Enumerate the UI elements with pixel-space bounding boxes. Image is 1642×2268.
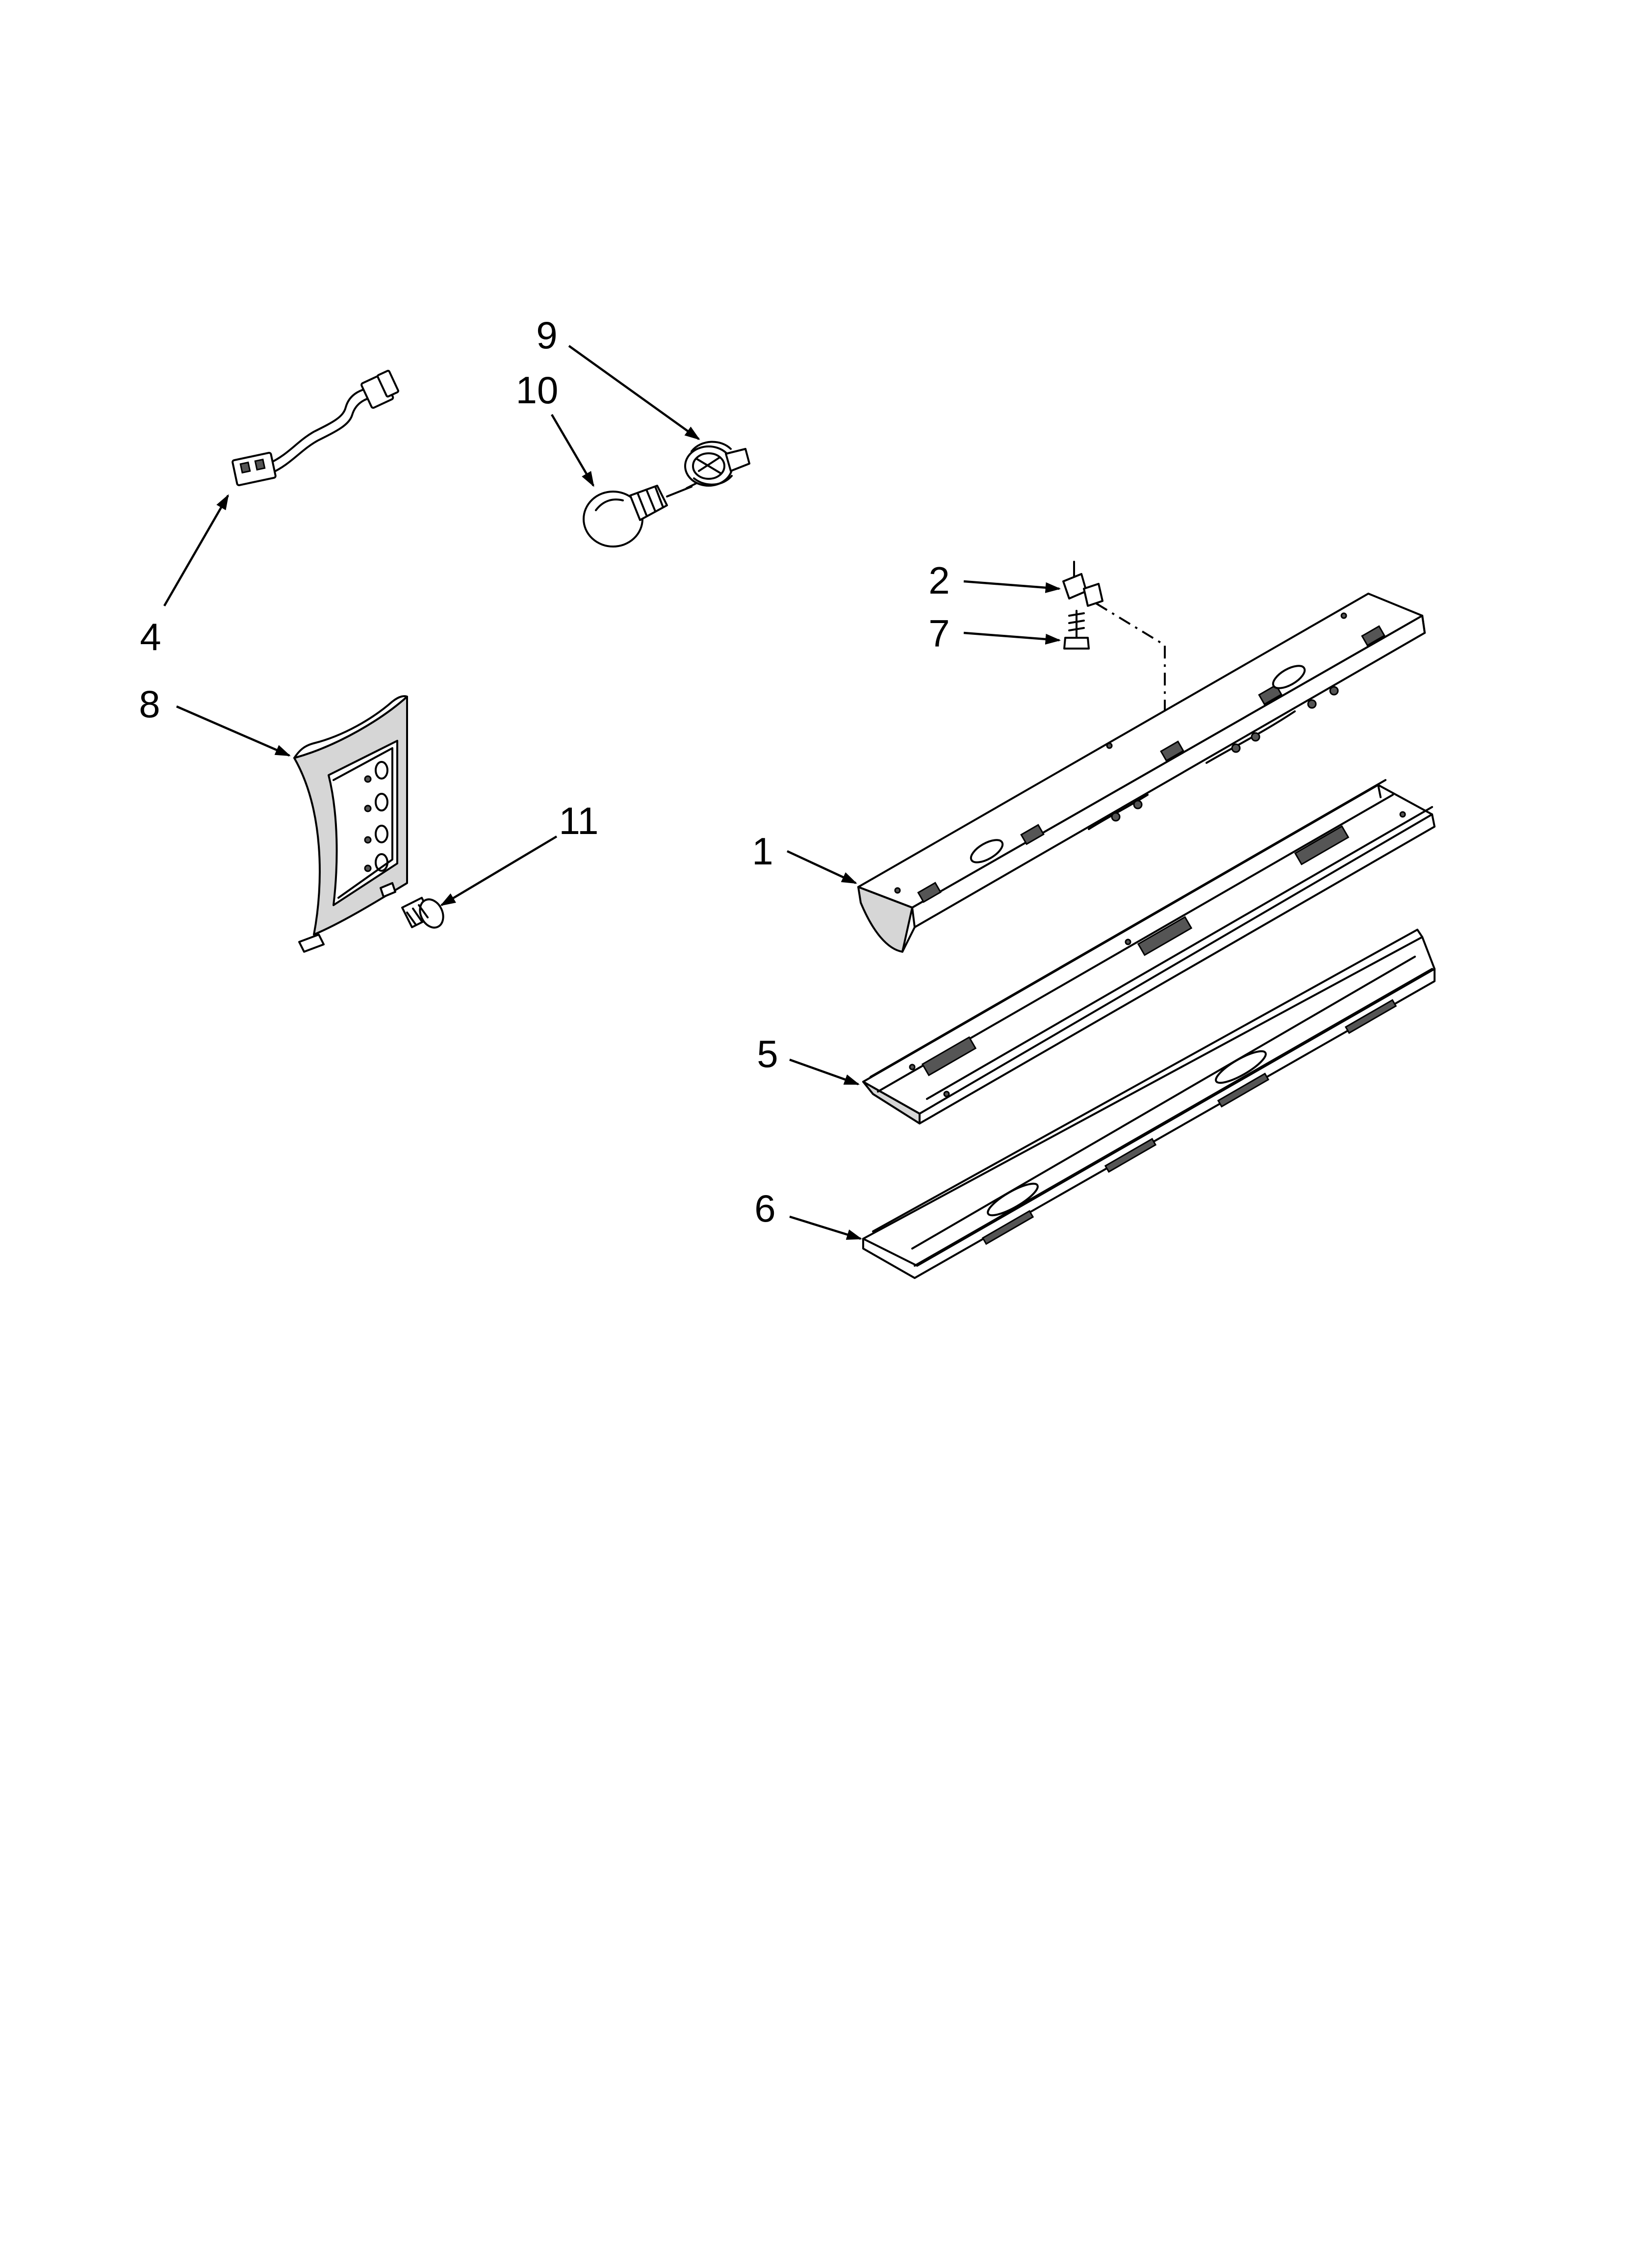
- callout-10: 10: [516, 368, 559, 412]
- callout-1: 1: [752, 830, 773, 873]
- wire-harness-part: [231, 369, 399, 487]
- leader-9: [568, 345, 700, 440]
- leader-8: [176, 705, 291, 757]
- middle-channel-rail-part: [862, 779, 1436, 1124]
- leader-2: [963, 580, 1061, 593]
- leader-11: [440, 835, 558, 906]
- leader-4: [163, 494, 229, 607]
- leader-1: [787, 850, 857, 885]
- leader-5: [789, 1058, 860, 1086]
- leader-10: [551, 414, 594, 487]
- bottom-channel-rail-part: [862, 929, 1436, 1279]
- callout-9: 9: [536, 313, 557, 357]
- top-bracket-rail-part: [857, 593, 1426, 953]
- callout-6: 6: [754, 1187, 775, 1230]
- control-housing-part: [293, 695, 408, 953]
- housing-screw-part: [401, 897, 444, 929]
- clip-part: [1062, 561, 1103, 607]
- callout-7: 7: [928, 612, 949, 655]
- assembly-line: [1095, 602, 1166, 738]
- callout-8: 8: [139, 682, 160, 726]
- callout-11: 11: [559, 799, 599, 842]
- callout-4: 4: [140, 615, 161, 658]
- leader-6: [789, 1215, 863, 1240]
- small-screw-part: [1063, 610, 1090, 650]
- lamp-bulb-part: [583, 485, 693, 547]
- callout-5: 5: [757, 1032, 778, 1075]
- callout-2: 2: [928, 559, 949, 602]
- leader-7: [963, 631, 1061, 645]
- lamp-socket-part: [684, 441, 750, 489]
